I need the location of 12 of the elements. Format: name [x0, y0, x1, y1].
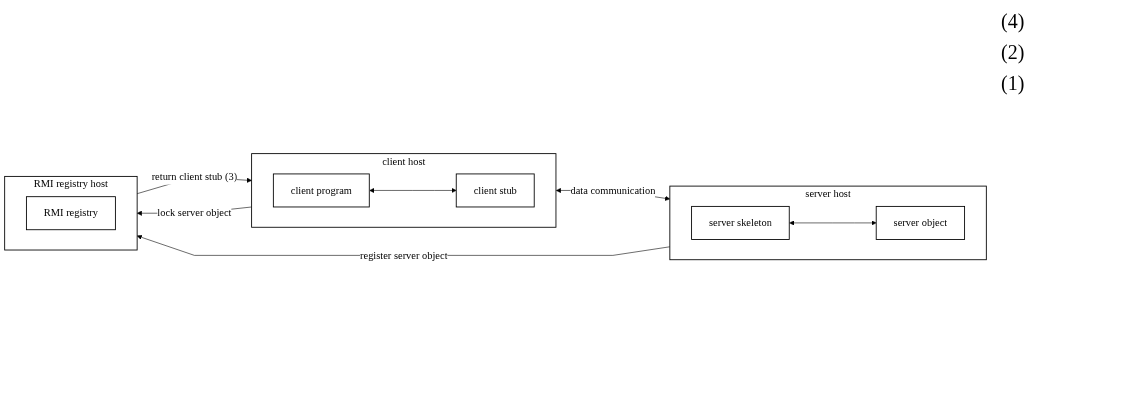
- node-box: client stub: [455, 173, 535, 207]
- step-number: (1): [1001, 72, 1026, 95]
- edge-label: return client stub (3): [151, 170, 238, 182]
- edge-label: data communication: [570, 183, 656, 196]
- edge-label: register server object: [360, 248, 448, 261]
- node-box: server skeleton: [691, 205, 790, 240]
- node-box: server object: [875, 205, 966, 240]
- step-number: (4): [1001, 10, 1026, 33]
- edge-label: lock server object: [157, 206, 232, 219]
- node-box: client program: [272, 173, 370, 207]
- step-number: (2): [1001, 41, 1026, 64]
- node-box: RMI registry: [25, 195, 116, 230]
